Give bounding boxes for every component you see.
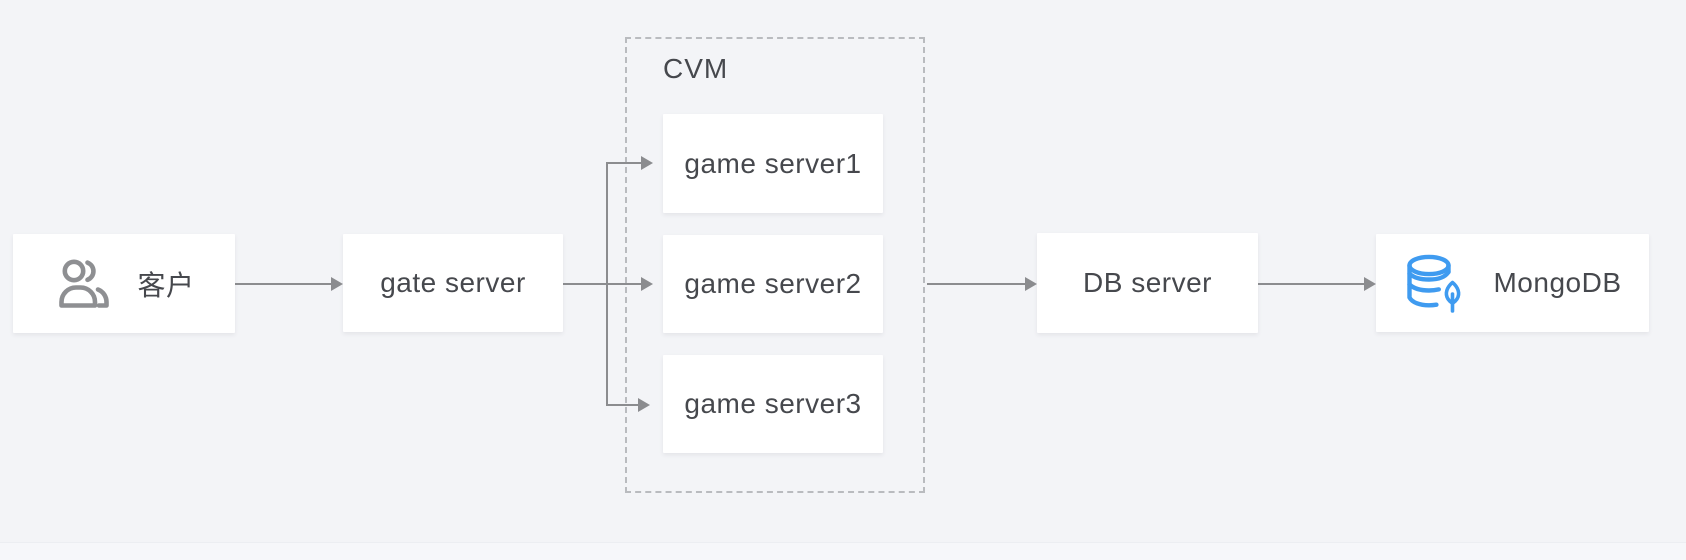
edge-db-to-mongodb [1258,283,1364,285]
arrowhead-game2 [641,277,653,291]
edge-gate-to-game2 [563,283,641,285]
node-label: game server1 [684,147,862,179]
arrowhead-game1 [641,156,653,170]
node-mongodb: MongoDB [1376,234,1649,332]
cvm-group-container [625,37,925,493]
arrowhead-gate [331,277,343,291]
edge-gate-to-game1 [606,162,641,164]
node-label: MongoDB [1493,267,1622,298]
node-db-server: DB server [1037,233,1258,333]
edge-gate-to-game3 [606,404,638,406]
node-game-server-2: game server2 [663,235,883,333]
arrowhead-mongodb [1364,277,1376,291]
node-game-server-3: game server3 [663,355,883,453]
edge-customer-to-gate [235,283,333,285]
node-game-server-1: game server1 [663,114,883,213]
node-customer: 客户 [13,234,235,333]
node-label: gate server [380,267,526,298]
edge-cvm-to-db [927,283,1025,285]
bottom-strip [0,542,1686,560]
mongodb-database-leaf-icon [1403,252,1467,314]
node-label: game server2 [684,268,862,299]
users-icon [53,256,111,312]
node-gate-server: gate server [343,234,563,332]
arrowhead-game3 [638,398,650,412]
edge-branch-vertical [606,162,608,406]
node-label: game server3 [684,388,862,419]
cvm-group-label: CVM [663,53,729,84]
node-label: DB server [1083,267,1212,298]
node-label: 客户 [137,269,195,301]
arrowhead-db [1025,277,1037,291]
